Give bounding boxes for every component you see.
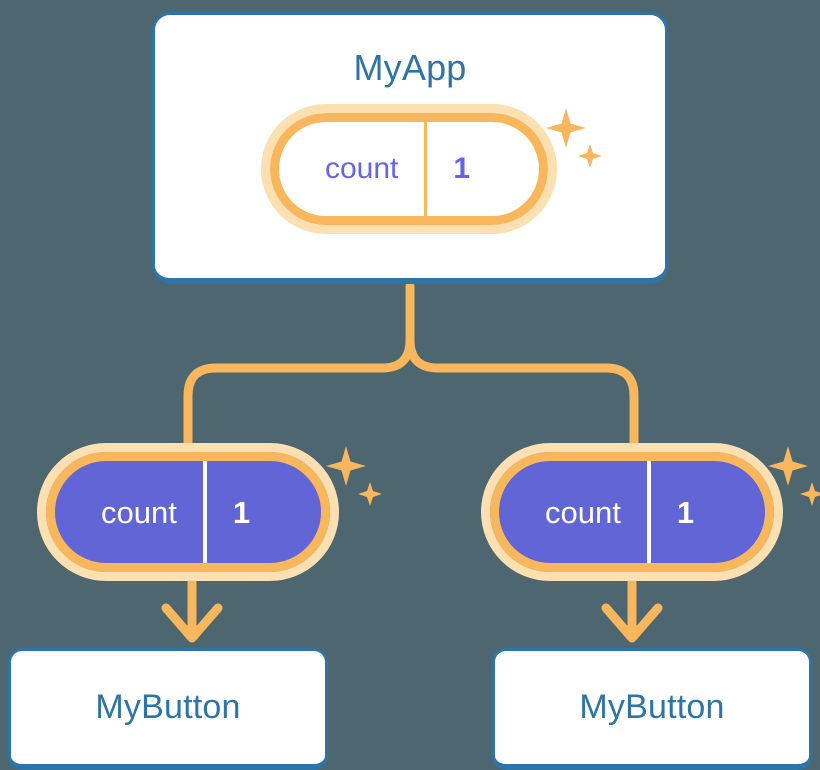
state-key-label: count: [325, 152, 399, 185]
component-title-myapp: MyApp: [353, 47, 467, 88]
state-key-label: count: [101, 494, 177, 530]
connector-tree-root-to-children: [405, 281, 639, 457]
state-pill-divider: [424, 122, 428, 216]
arrow-left-pill-to-button: [161, 565, 223, 643]
state-pill-body: count 1: [261, 104, 557, 234]
sparkle-large-icon: [768, 446, 808, 486]
component-card-mybutton-1[interactable]: MyButton: [8, 648, 328, 770]
component-title-mybutton: MyButton: [95, 688, 241, 726]
state-pill-child-1[interactable]: count 1: [37, 443, 339, 581]
state-pill-myapp[interactable]: count 1: [261, 104, 557, 234]
connector-tree-root-to-children-left: [183, 335, 415, 457]
sparkle-small-icon: [358, 482, 382, 506]
state-value-label: 1: [232, 494, 251, 530]
sparkle-large-icon: [326, 446, 366, 486]
arrow-right-pill-to-button: [601, 565, 663, 643]
state-pill-divider: [202, 461, 207, 563]
state-value-label: 1: [453, 152, 471, 185]
state-key-label: count: [545, 494, 621, 530]
sparkle-small-icon: [800, 482, 820, 506]
state-pill-child-2[interactable]: count 1: [481, 443, 783, 581]
sparkle-group-child-1: [326, 446, 382, 506]
component-title-mybutton: MyButton: [579, 688, 725, 726]
state-value-label: 1: [676, 494, 695, 530]
state-pill-divider: [646, 461, 651, 563]
component-card-mybutton-2[interactable]: MyButton: [492, 648, 812, 770]
state-pill-body: count 1: [481, 443, 783, 581]
state-pill-body: count 1: [37, 443, 339, 581]
